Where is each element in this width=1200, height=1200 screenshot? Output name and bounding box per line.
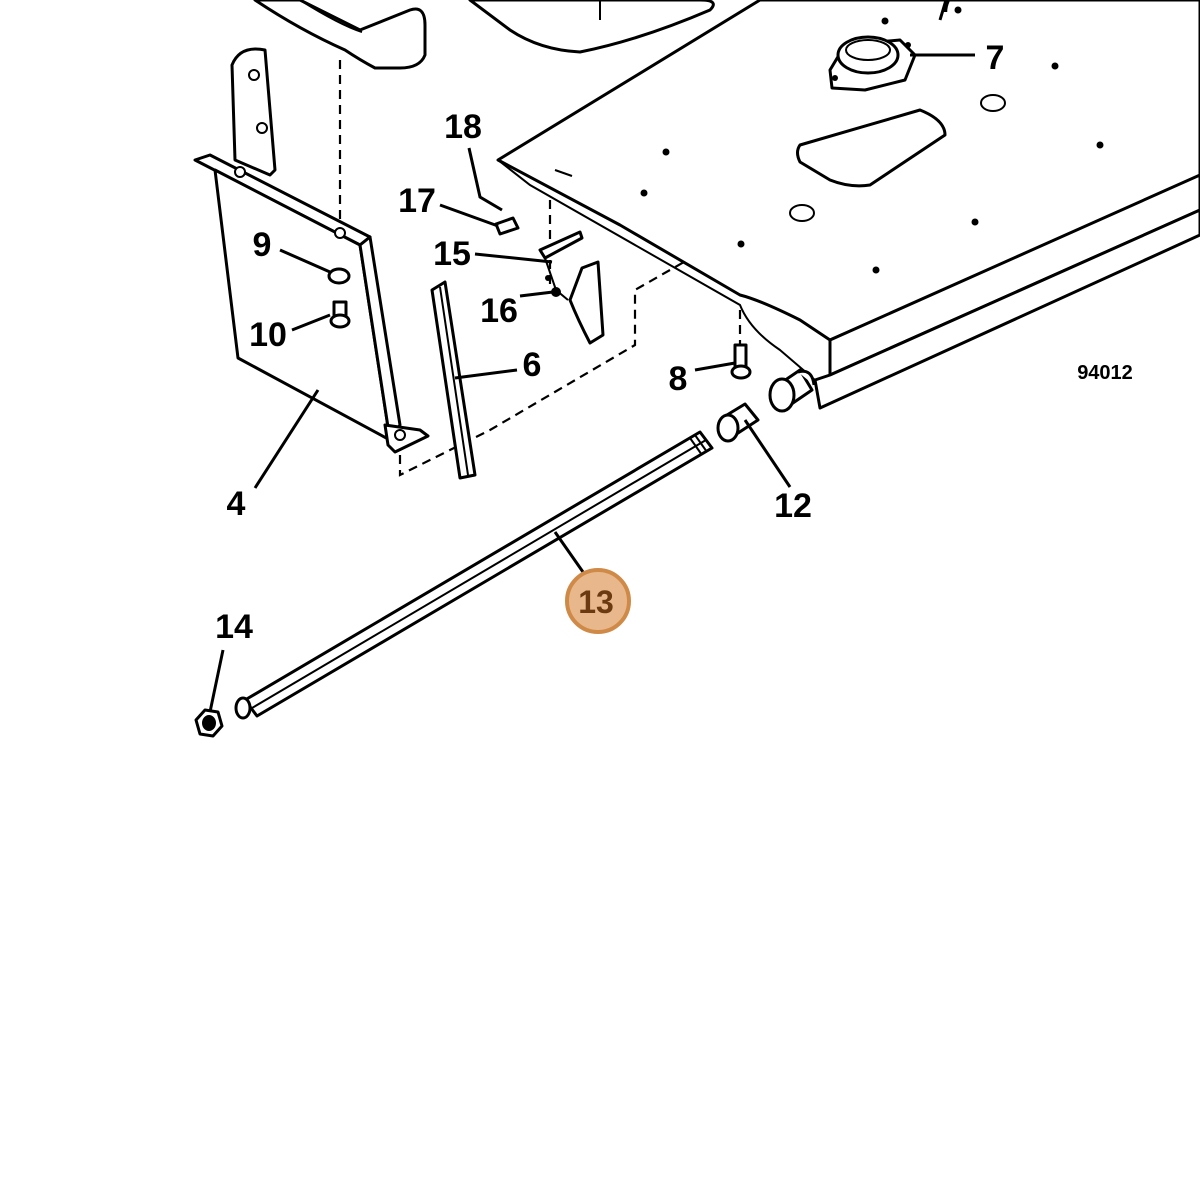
callout-17: 17 <box>398 182 436 220</box>
nut-part-14 <box>194 708 224 738</box>
vertical-strip-part-6 <box>430 280 477 480</box>
callout-7: 7 <box>986 39 1005 77</box>
callout-6: 6 <box>523 346 542 384</box>
bolt-part-10 <box>329 300 351 329</box>
main-deck-plate <box>496 0 1200 410</box>
callout-12: 12 <box>774 487 812 525</box>
callout-13: 13 <box>578 584 614 620</box>
nut-part-9 <box>327 267 351 285</box>
callout-labels: 4 6 7 7 8 9 10 12 14 15 16 17 18 <box>215 0 1004 646</box>
pivot-rod-part-13 <box>234 430 714 720</box>
callout-15: 15 <box>433 235 471 273</box>
callout-10: 10 <box>249 316 287 354</box>
latch-assembly-parts-15-18 <box>494 216 605 345</box>
upper-housing-part <box>253 0 715 230</box>
highlight-circle[interactable] <box>565 568 631 634</box>
callout-7-top: 7 <box>938 0 957 20</box>
callout-leader-lines <box>208 0 975 713</box>
side-bracket-part-4 <box>193 47 430 454</box>
bearing-flange-part-7 <box>828 35 917 92</box>
callout-14: 14 <box>215 608 253 646</box>
callout-8: 8 <box>669 360 688 398</box>
bolt-part-8 <box>730 343 752 380</box>
spacer-part-12 <box>716 402 760 443</box>
callout-4: 4 <box>227 485 246 523</box>
deck-pivot-bushing <box>768 368 816 413</box>
callout-16: 16 <box>480 292 518 330</box>
callout-18: 18 <box>444 108 482 146</box>
figure-number: 94012 <box>1077 362 1133 384</box>
callout-9: 9 <box>253 226 272 264</box>
highlighted-callout-13[interactable]: 13 <box>565 568 631 634</box>
